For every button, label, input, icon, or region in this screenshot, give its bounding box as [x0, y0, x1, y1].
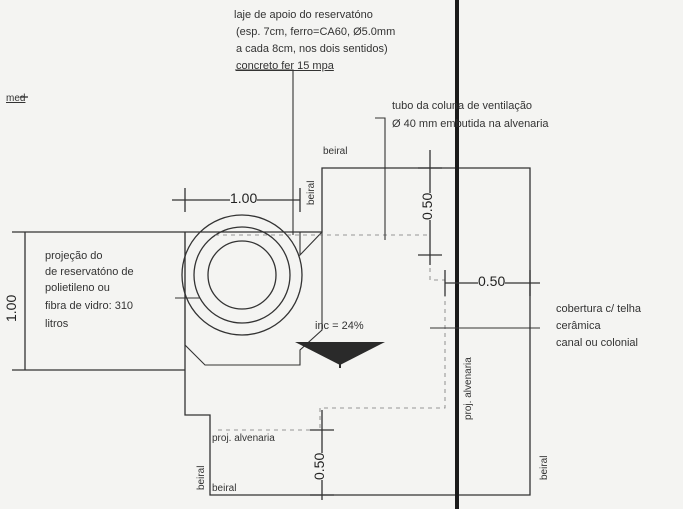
beiral-bottom-label: beiral — [212, 483, 237, 494]
tank-note-line-2: de reservatóno de — [45, 266, 134, 278]
proj-alvenaria-right-label: proj. alvenaria — [463, 357, 474, 420]
slab-note-line-2: (esp. 7cm, ferro=CA60, Ø5.0mm — [236, 26, 396, 38]
slab-note-line-4: concreto fer 15 mpa — [236, 60, 334, 72]
beiral-vertical-right-label: beiral — [539, 455, 550, 480]
roof-note-line-2: cerâmica — [556, 320, 601, 332]
dimension-left: 1.00 — [3, 294, 19, 322]
dimension-top-right: 0.50 — [419, 192, 435, 220]
roof-outline — [184, 167, 531, 496]
dimension-bottom: 0.50 — [311, 452, 327, 480]
vent-note-line-2: Ø 40 mm embutida na alvenaria — [392, 118, 549, 130]
slope-label: inc = 24% — [315, 320, 364, 332]
wall-projection-dashed — [215, 234, 446, 431]
beiral-vertical-top-label: beiral — [306, 180, 317, 205]
tank-projection — [184, 230, 323, 366]
tank-note-line-4: fibra de vidro: 310 — [45, 300, 134, 312]
beiral-vertical-left-label: beiral — [196, 465, 207, 490]
tank-note-line-1: projeção do — [45, 250, 103, 262]
slab-note-line-3: a cada 8cm, nos dois sentidos) — [236, 43, 388, 55]
slab-leader — [235, 69, 294, 235]
med-label: med — [6, 93, 26, 104]
slab-note-line-1: laje de apoio do reservatóno — [234, 9, 373, 21]
vent-leader — [375, 117, 386, 240]
reservoir-outer-circle — [181, 214, 303, 336]
roof-note-line-1: cobertura c/ telha — [556, 303, 641, 315]
roof-note-line-3: canal ou colonial — [556, 337, 638, 349]
tank-note-line-3: polietileno ou — [45, 282, 110, 294]
dimension-top: 1.00 — [230, 190, 258, 206]
reservoir-inner-circle — [207, 240, 277, 310]
reservoir-mid-circle — [193, 226, 291, 324]
vent-note-line-1: tubo da coluna de ventilação — [392, 100, 533, 112]
dimension-right: 0.50 — [478, 273, 506, 289]
beiral-top-label: beiral — [323, 146, 348, 157]
proj-alvenaria-bottom-label: proj. alvenaria — [212, 433, 275, 444]
tank-note-line-5: litros — [45, 318, 69, 330]
